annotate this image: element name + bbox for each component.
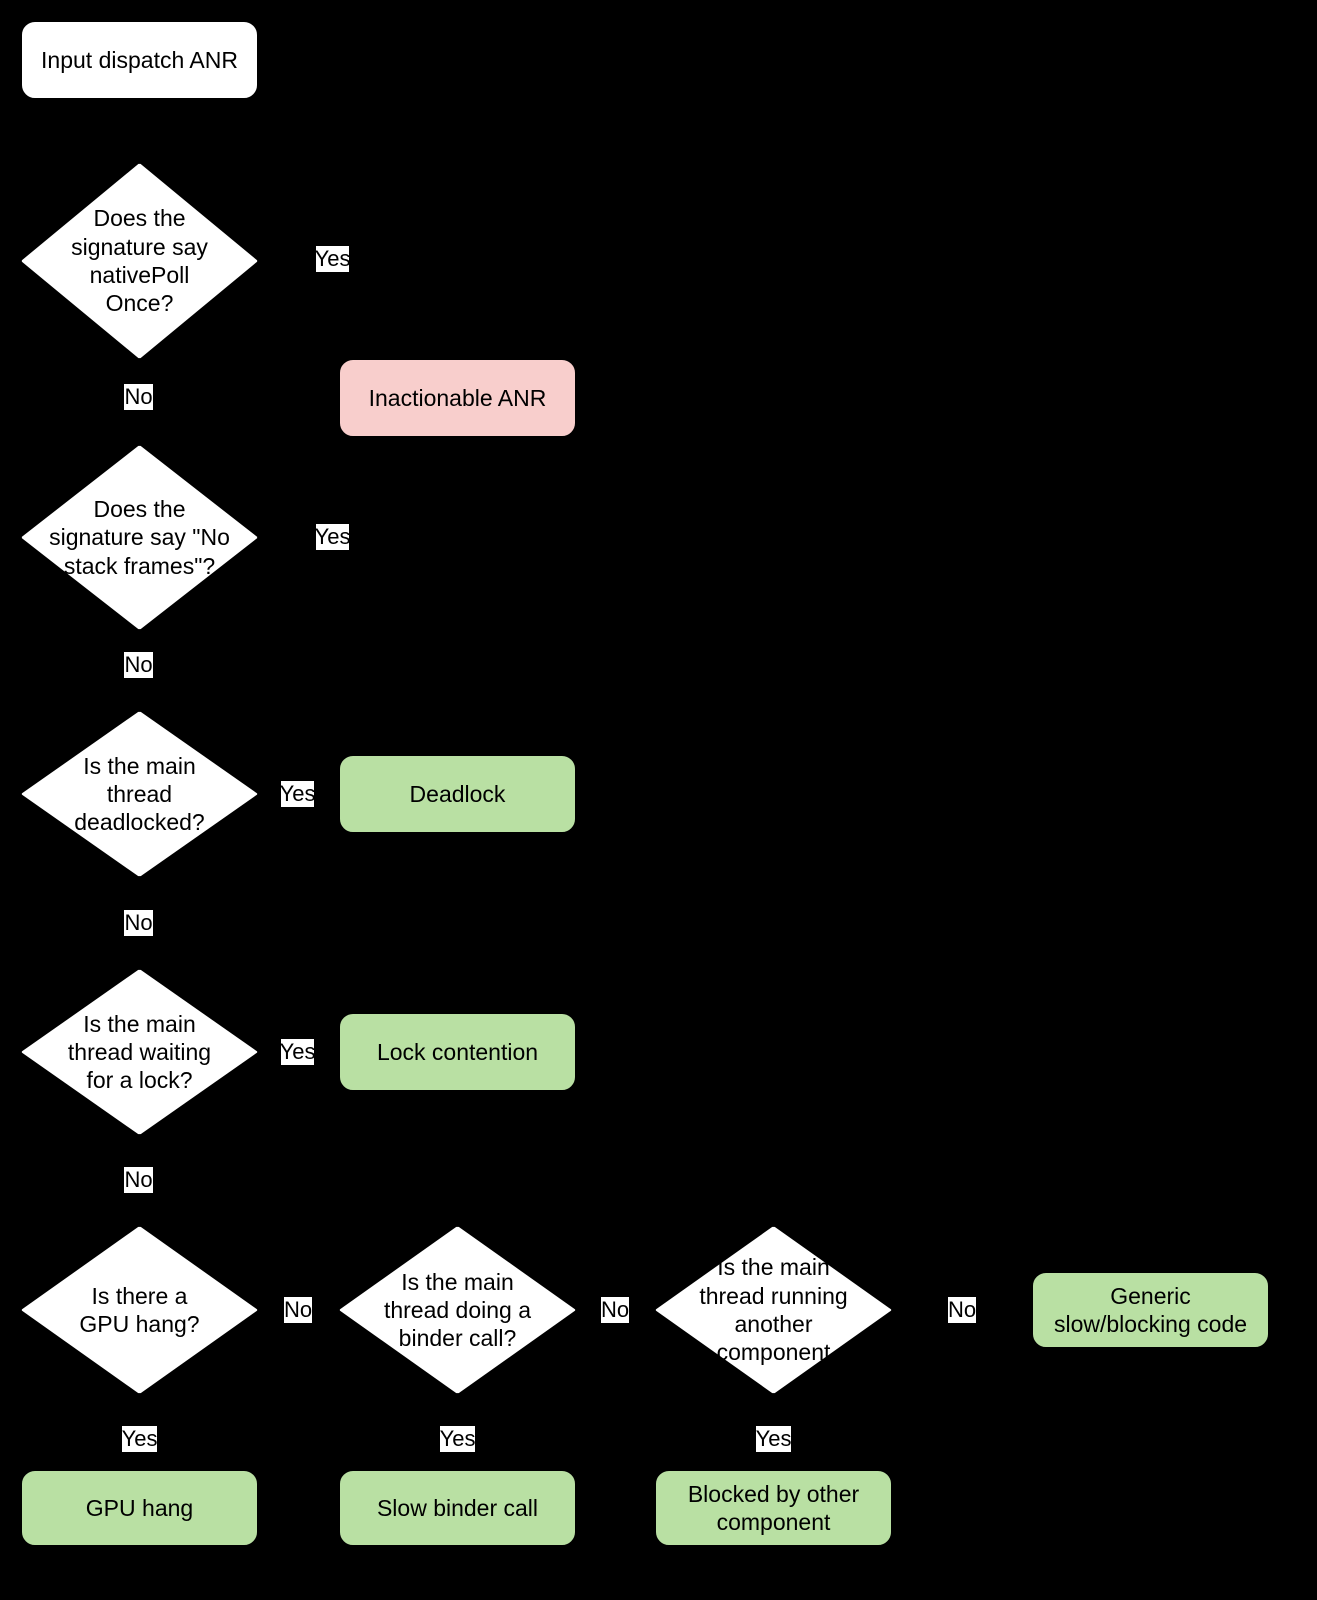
edge-label-d7-yes: Yes <box>755 1426 792 1452</box>
edge-d1-yes <box>258 259 458 356</box>
edge-label-d2-yes: Yes <box>314 524 351 550</box>
edge-d2-yes <box>258 440 458 538</box>
node-generic-slow-blocking-code[interactable]: Generic slow/blocking code <box>1032 1272 1269 1348</box>
node-label: Blocked by other component <box>687 1480 860 1535</box>
arrowhead-d5-no <box>327 1305 339 1315</box>
edge-label-d3-yes: Yes <box>279 781 316 807</box>
decision-nativepollonce[interactable]: Does the signature say nativePoll Once? <box>21 163 258 359</box>
node-label: Input dispatch ANR <box>41 46 238 73</box>
arrowhead-d7-no <box>1020 1305 1032 1315</box>
edge-label-d4-no: No <box>124 1167 153 1193</box>
diamond-shape <box>655 1226 892 1394</box>
diamond-shape <box>21 711 258 877</box>
edge-label-d2-no: No <box>124 652 153 678</box>
diamond-shape <box>21 163 258 359</box>
decision-binder-call[interactable]: Is the main thread doing a binder call? <box>339 1226 576 1394</box>
diamond-shape <box>21 969 258 1135</box>
decision-no-stack-frames[interactable]: Does the signature say "No stack frames"… <box>21 445 258 630</box>
edge-label-d6-no: No <box>600 1297 630 1323</box>
diamond-shape <box>21 1226 258 1394</box>
node-label: Deadlock <box>409 780 506 807</box>
node-label: Generic slow/blocking code <box>1053 1282 1248 1337</box>
node-blocked-by-other-component[interactable]: Blocked by other component <box>655 1470 892 1546</box>
diamond-shape <box>339 1226 576 1394</box>
edge-label-d4-yes: Yes <box>279 1039 316 1065</box>
edge-label-d5-yes: Yes <box>121 1426 158 1452</box>
node-input-dispatch-anr[interactable]: Input dispatch ANR <box>21 21 258 99</box>
edge-label-d1-yes: Yes <box>314 246 351 272</box>
node-label: GPU hang <box>85 1494 194 1521</box>
edge-label-d6-yes: Yes <box>439 1426 476 1452</box>
node-lock-contention[interactable]: Lock contention <box>339 1013 576 1091</box>
node-gpu-hang[interactable]: GPU hang <box>21 1470 258 1546</box>
arrowhead-d4-yes <box>327 1046 339 1056</box>
edge-label-d5-no: No <box>283 1297 313 1323</box>
node-label: Inactionable ANR <box>368 384 547 411</box>
node-inactionable-anr[interactable]: Inactionable ANR <box>339 359 576 437</box>
node-label: Lock contention <box>376 1038 539 1065</box>
decision-main-thread-waiting-lock[interactable]: Is the main thread waiting for a lock? <box>21 969 258 1135</box>
diamond-shape <box>21 445 258 630</box>
node-deadlock[interactable]: Deadlock <box>339 755 576 833</box>
node-label: Slow binder call <box>376 1494 539 1521</box>
edge-label-d3-no: No <box>124 910 153 936</box>
node-slow-binder-call[interactable]: Slow binder call <box>339 1470 576 1546</box>
arrowhead-d3-yes <box>327 788 339 798</box>
edge-label-d7-no: No <box>947 1297 977 1323</box>
decision-running-another-component[interactable]: Is the main thread running another compo… <box>655 1226 892 1394</box>
decision-gpu-hang[interactable]: Is there a GPU hang? <box>21 1226 258 1394</box>
edge-label-d1-no: No <box>124 384 153 410</box>
decision-main-thread-deadlocked[interactable]: Is the main thread deadlocked? <box>21 711 258 877</box>
